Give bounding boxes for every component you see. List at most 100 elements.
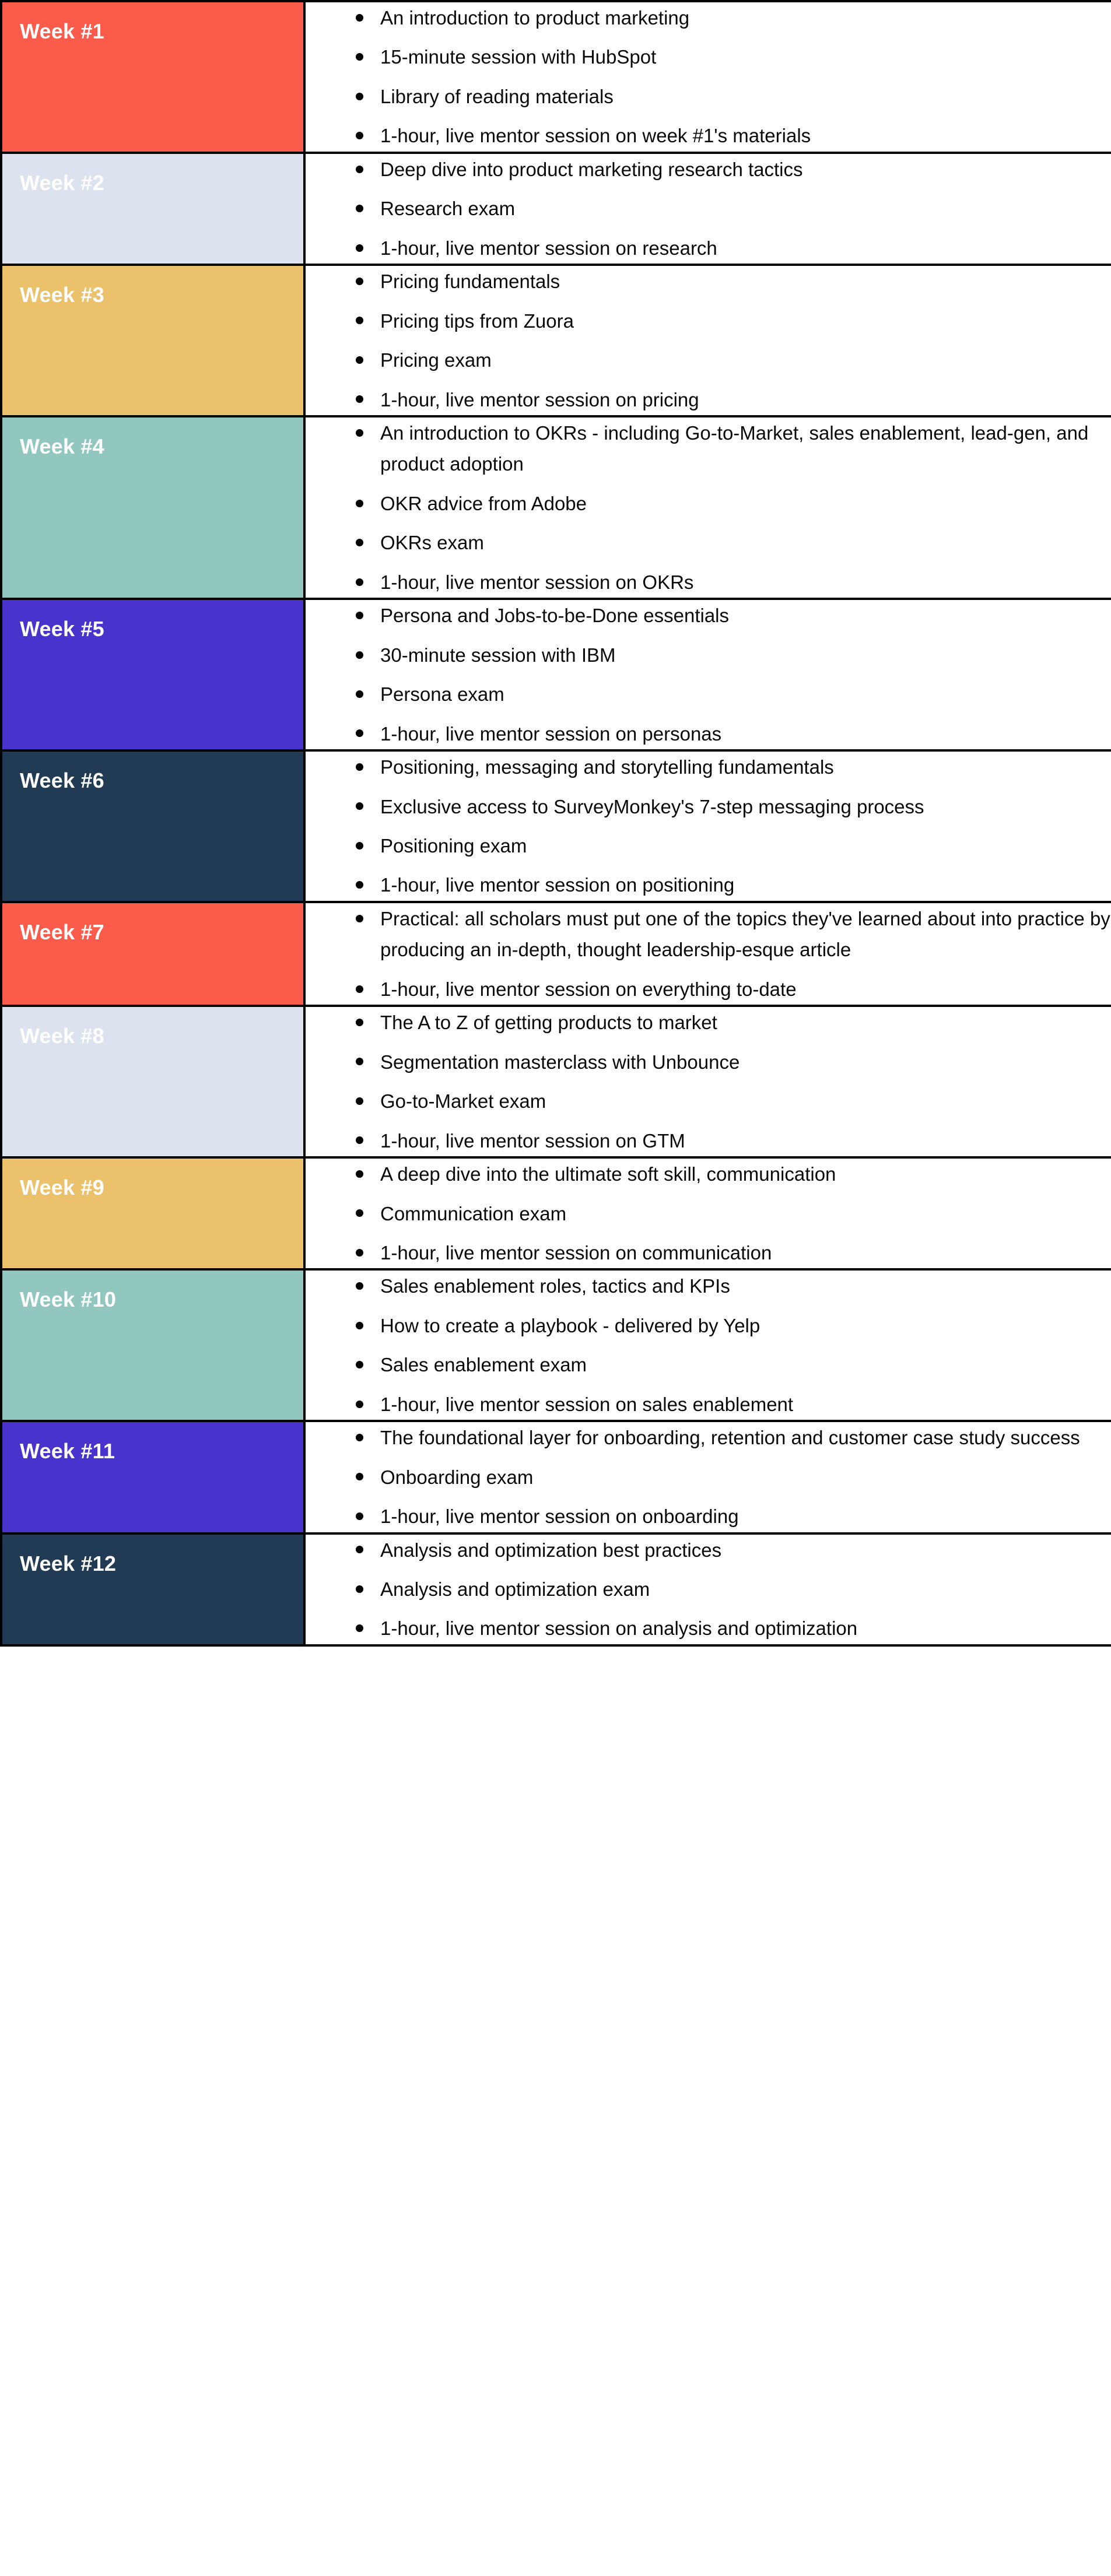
list-item: Segmentation masterclass with Unbounce — [356, 1047, 1111, 1078]
week-label: Week #7 — [20, 920, 104, 944]
table-row: Week #4 An introduction to OKRs - includi… — [0, 415, 1111, 601]
list-item: 1-hour, live mentor session on analysis … — [356, 1613, 1111, 1644]
list-item-text: Sales enablement exam — [380, 1354, 587, 1376]
list-item: 1-hour, live mentor session on communica… — [356, 1237, 1111, 1268]
list-item: 1-hour, live mentor session on GTM — [356, 1125, 1111, 1156]
week-item-list: A deep dive into the ultimate soft skill… — [306, 1159, 1111, 1268]
bullet-icon — [356, 1585, 363, 1593]
list-item-text: Analysis and optimization best practices — [380, 1539, 722, 1561]
list-item-text: Library of reading materials — [380, 85, 614, 107]
list-item: Pricing tips from Zuora — [356, 306, 1111, 336]
bullet-icon — [356, 763, 363, 771]
bullet-icon — [356, 1400, 363, 1408]
list-item-text: 1-hour, live mentor session on pricing — [380, 388, 699, 410]
week-items-cell: An introduction to product marketing 15-m… — [303, 0, 1111, 154]
list-item-text: Sales enablement roles, tactics and KPIs — [380, 1275, 730, 1297]
list-item-text: 1-hour, live mentor session on week #1's… — [380, 125, 811, 147]
table-row: Week #11 The foundational layer for onboa… — [0, 1420, 1111, 1535]
week-item-list: An introduction to product marketing 15-m… — [306, 2, 1111, 152]
list-item-text: Practical: all scholars must put one of … — [380, 907, 1110, 961]
list-item-text: 30-minute session with IBM — [380, 644, 616, 666]
bullet-icon — [356, 277, 363, 285]
list-item-text: Analysis and optimization exam — [380, 1578, 650, 1601]
list-item: Research exam — [356, 193, 1111, 224]
list-item-text: The A to Z of getting products to market — [380, 1012, 717, 1034]
week-items-cell: The A to Z of getting products to market… — [303, 1005, 1111, 1159]
list-item-text: 1-hour, live mentor session on personas — [380, 722, 722, 745]
list-item-text: 1-hour, live mentor session on positioni… — [380, 874, 735, 896]
week-item-list: Persona and Jobs-to-be-Done essentials 30… — [306, 600, 1111, 749]
list-item-text: A deep dive into the ultimate soft skill… — [380, 1163, 836, 1185]
list-item-text: Go-to-Market exam — [380, 1090, 546, 1112]
bullet-icon — [356, 317, 363, 325]
list-item-text: Communication exam — [380, 1202, 567, 1224]
list-item: Communication exam — [356, 1198, 1111, 1229]
bullet-icon — [356, 356, 363, 364]
list-item-text: An introduction to product marketing — [380, 7, 690, 29]
list-item-text: Persona and Jobs-to-be-Done essentials — [380, 605, 730, 627]
list-item: How to create a playbook - delivered by … — [356, 1310, 1111, 1341]
week-label: Week #11 — [20, 1439, 115, 1464]
list-item-text: How to create a playbook - delivered by … — [380, 1314, 760, 1336]
list-item-text: Positioning, messaging and storytelling … — [380, 756, 834, 778]
bullet-icon — [356, 53, 363, 61]
week-items-cell: A deep dive into the ultimate soft skill… — [303, 1156, 1111, 1271]
list-item-text: Onboarding exam — [380, 1466, 534, 1488]
bullet-icon — [356, 499, 363, 507]
bullet-icon — [356, 13, 363, 22]
list-item: Deep dive into product marketing researc… — [356, 154, 1111, 185]
list-item: 1-hour, live mentor session on pricing — [356, 384, 1111, 415]
bullet-icon — [356, 1321, 363, 1329]
list-item-text: OKRs exam — [380, 532, 484, 554]
list-item: Go-to-Market exam — [356, 1086, 1111, 1117]
list-item-text: OKR advice from Adobe — [380, 492, 587, 514]
week-label-cell: Week #10 — [0, 1268, 306, 1423]
list-item: 15-minute session with HubSpot — [356, 41, 1111, 72]
bullet-icon — [356, 1058, 363, 1066]
list-item-text: 1-hour, live mentor session on GTM — [380, 1129, 685, 1152]
list-item-text: 1-hour, live mentor session on research — [380, 237, 717, 259]
list-item-text: 1-hour, live mentor session on OKRs — [380, 571, 694, 593]
week-label: Week #4 — [20, 434, 104, 458]
list-item-text: 1-hour, live mentor session on communica… — [380, 1241, 772, 1264]
bullet-icon — [356, 802, 363, 810]
bullet-icon — [356, 1624, 363, 1633]
list-item: Sales enablement roles, tactics and KPIs — [356, 1271, 1111, 1301]
bullet-icon — [356, 651, 363, 659]
bullet-icon — [356, 1512, 363, 1520]
week-item-list: The foundational layer for onboarding, r… — [306, 1422, 1111, 1532]
list-item-text: 1-hour, live mentor session on everythin… — [380, 978, 797, 1000]
bullet-icon — [356, 244, 363, 252]
list-item: 1-hour, live mentor session on positioni… — [356, 869, 1111, 900]
bullet-icon — [356, 1097, 363, 1105]
week-label: Week #5 — [20, 617, 104, 641]
week-item-list: Sales enablement roles, tactics and KPIs… — [306, 1271, 1111, 1420]
list-item: 1-hour, live mentor session on week #1's… — [356, 120, 1111, 151]
week-item-list: An introduction to OKRs - including Go-t… — [306, 417, 1111, 598]
week-items-cell: The foundational layer for onboarding, r… — [303, 1420, 1111, 1535]
list-item: Persona and Jobs-to-be-Done essentials — [356, 600, 1111, 631]
week-label-cell: Week #12 — [0, 1532, 306, 1647]
week-label: Week #3 — [20, 283, 104, 307]
list-item: Analysis and optimization exam — [356, 1574, 1111, 1605]
bullet-icon — [356, 395, 363, 403]
list-item: Pricing exam — [356, 345, 1111, 375]
bullet-icon — [356, 539, 363, 547]
list-item-text: 1-hour, live mentor session on sales ena… — [380, 1393, 794, 1415]
list-item: Sales enablement exam — [356, 1349, 1111, 1380]
bullet-icon — [356, 165, 363, 173]
week-label-cell: Week #3 — [0, 264, 306, 417]
bullet-icon — [356, 429, 363, 437]
bullet-icon — [356, 578, 363, 586]
list-item: OKR advice from Adobe — [356, 488, 1111, 519]
week-label-cell: Week #2 — [0, 151, 306, 266]
list-item: An introduction to OKRs - including Go-t… — [356, 417, 1111, 480]
list-item: Persona exam — [356, 679, 1111, 710]
week-items-cell: Practical: all scholars must put one of … — [303, 900, 1111, 1008]
list-item-text: Segmentation masterclass with Unbounce — [380, 1051, 740, 1073]
